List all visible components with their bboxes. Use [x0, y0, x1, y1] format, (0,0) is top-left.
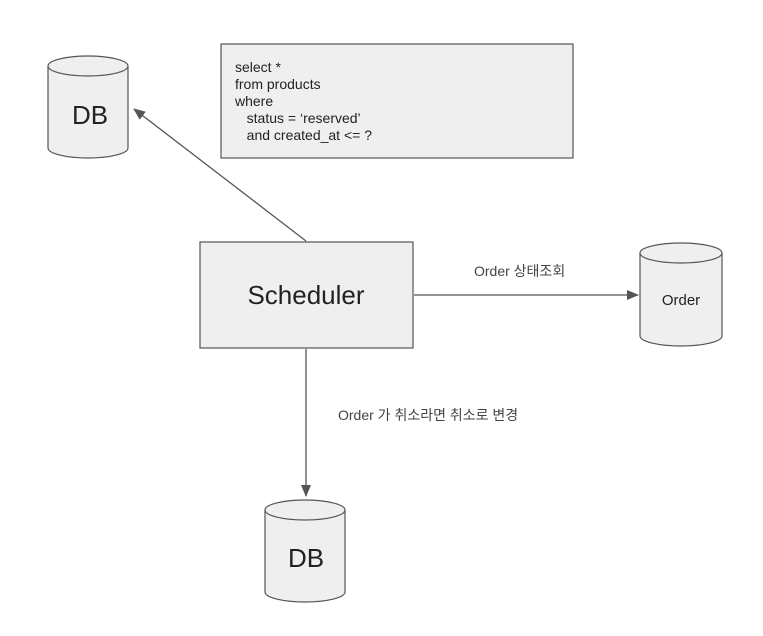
order-db-body [639, 253, 723, 347]
db-bottom-label: DB [288, 543, 324, 573]
sql-note-box [220, 43, 574, 159]
db-bottom-lid [264, 499, 346, 521]
scheduler-label: Scheduler [247, 280, 364, 310]
sql-line: from products [235, 76, 321, 92]
sql-line: where [234, 93, 273, 109]
order-db-cylinder: Order [639, 242, 723, 347]
db-bottom-cylinder: DB [264, 499, 346, 603]
sql-line: status = ‘reserved’ [235, 110, 361, 126]
edge-label-order-status: Order 상태조회 [474, 263, 565, 279]
scheduler-box [199, 241, 414, 349]
sql-note: select * from products where status = ‘r… [220, 43, 574, 159]
order-db-lid [639, 242, 723, 264]
sql-line: and created_at <= ? [235, 127, 372, 143]
db-top-body [47, 66, 129, 159]
db-top-label: DB [72, 100, 108, 130]
edge-label-cancel-update: Order 가 취소라면 취소로 변경 [338, 407, 518, 423]
sql-line: select * [235, 59, 281, 75]
db-top-cylinder: DB [47, 55, 129, 159]
db-top-lid [47, 55, 129, 77]
arrow-scheduler-to-db-top [133, 108, 307, 242]
db-bottom-body [264, 510, 346, 603]
scheduler-node: Scheduler [199, 241, 414, 349]
order-db-label: Order [662, 292, 700, 309]
